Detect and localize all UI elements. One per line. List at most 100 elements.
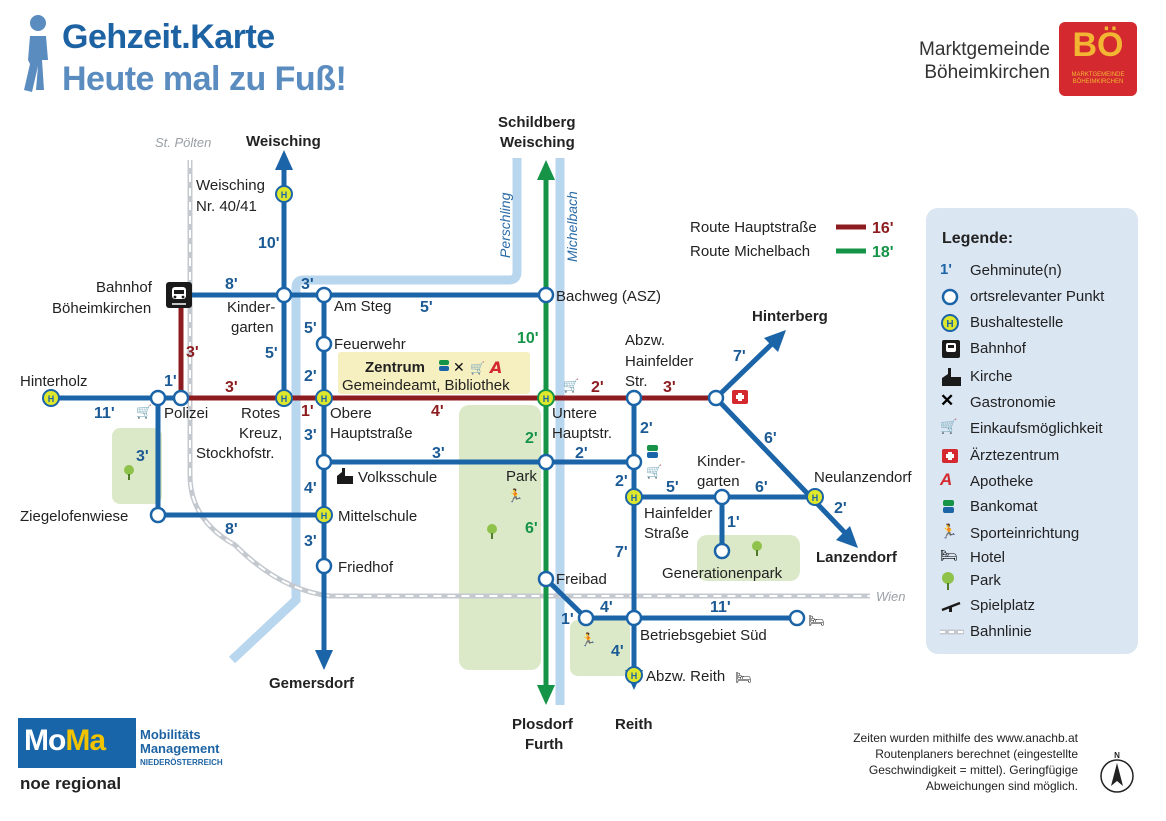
park-area-central	[459, 405, 541, 670]
time-label: 4'	[431, 403, 444, 420]
time-label: 3'	[432, 445, 445, 462]
bus-stop-icon: H	[625, 488, 643, 506]
time-label: 1'	[164, 373, 177, 390]
time-label: 10'	[258, 235, 280, 252]
bus-stop-icon: H	[537, 389, 555, 407]
arrow-gemersdorf	[315, 650, 333, 670]
time-label: 11'	[94, 405, 115, 422]
time-label: 2'	[575, 445, 588, 462]
time-label: 8'	[225, 521, 238, 538]
minute-icon: 1'	[940, 261, 952, 278]
bus-stop-icon: H	[806, 488, 824, 506]
time-label: 1'	[301, 403, 314, 420]
legend-item: 🏃Sporteinrichtung	[940, 523, 1136, 545]
label-obere-2: Hauptstraße	[330, 425, 413, 442]
moma-text: Mobilitäts Management	[140, 728, 219, 756]
atm-icon	[439, 360, 449, 371]
hotel-icon: 🛏	[940, 547, 958, 563]
park-icon	[752, 541, 762, 556]
label-abzw-1: Abzw.	[625, 332, 665, 349]
moma-line-2: Management	[140, 741, 220, 756]
time-label: 7'	[615, 544, 628, 561]
label-freibad: Freibad	[556, 571, 607, 588]
label-untere-1: Untere	[552, 405, 597, 422]
label-hainfelder-2: Straße	[644, 525, 689, 542]
label-st-poelten: St. Pölten	[155, 135, 211, 150]
label-bachweg: Bachweg (ASZ)	[556, 288, 661, 305]
legend-item: 1'Gehminute(n)	[940, 260, 1136, 282]
label-ziegelofenwiese: Ziegelofenwiese	[20, 508, 128, 525]
legend-item: ortsrelevanter Punkt	[940, 286, 1136, 308]
footnote-line-4: Abweichungen sind möglich.	[925, 779, 1078, 793]
restaurant-icon: ✕	[940, 391, 955, 410]
route-key-michelbach-time: 18'	[872, 244, 894, 261]
cart-icon: 🛒	[940, 418, 958, 434]
time-label: 4'	[600, 599, 613, 616]
label-wien: Wien	[876, 589, 906, 604]
perschling-stream	[228, 158, 522, 664]
time-label: 3'	[225, 379, 238, 396]
label-feuerwehr: Feuerwehr	[334, 336, 406, 353]
time-label: 10'	[517, 330, 539, 347]
time-label: 11'	[710, 599, 731, 616]
park-icon	[124, 465, 134, 480]
legend-item: 🛒Einkaufsmöglichkeit	[940, 418, 1136, 440]
time-label: 3'	[186, 344, 199, 361]
bus-stop-icon: H	[275, 389, 293, 407]
playground-icon	[941, 601, 961, 612]
label-mittelschule: Mittelschule	[338, 508, 417, 525]
label-obere-1: Obere	[330, 405, 372, 422]
svg-text:H: H	[321, 394, 328, 404]
time-label: 5'	[304, 320, 317, 337]
label-kindergarten-2: garten	[231, 319, 274, 336]
time-label: 7'	[733, 348, 746, 365]
label-furth: Furth	[525, 736, 563, 753]
bus-stop-icon: H	[42, 389, 60, 407]
time-label: 2'	[591, 379, 604, 396]
bus-stop-icon: H	[625, 666, 643, 684]
arrow-weisching	[275, 150, 293, 170]
label-kiga2-1: Kinder-	[697, 453, 745, 470]
sport-icon: 🏃	[580, 632, 596, 648]
label-rotes-2: Kreuz,	[239, 425, 282, 442]
label-polizei: Polizei	[164, 405, 208, 422]
legend-item: Ärztezentrum	[940, 445, 1136, 467]
label-hinterholz: Hinterholz	[20, 373, 88, 390]
route-key-hauptstrasse: Route Hauptstraße	[690, 219, 817, 236]
svg-text:H: H	[281, 394, 288, 404]
label-bahnhof-1: Bahnhof	[96, 279, 153, 296]
label-kindergarten-1: Kinder-	[227, 299, 275, 316]
church-icon	[337, 468, 353, 484]
label-reith: Reith	[615, 716, 653, 733]
church-icon	[942, 368, 961, 386]
label-bahnhof-2: Böheimkirchen	[52, 300, 151, 317]
svg-text:H: H	[631, 493, 638, 503]
label-neulanzendorf: Neulanzendorf	[814, 469, 912, 486]
label-gemersdorf: Gemersdorf	[269, 675, 355, 692]
label-volksschule: Volksschule	[358, 469, 437, 486]
time-label: 4'	[611, 643, 624, 660]
svg-text:H: H	[543, 394, 550, 404]
label-generationenpark: Generationenpark	[662, 565, 783, 582]
label-weisching-2: Weisching	[500, 134, 575, 151]
noe-regional-logo: noe regional	[20, 774, 122, 793]
footnote-line-2: Routenplaners berechnet (eingestellte	[875, 747, 1078, 761]
medical-icon	[732, 390, 748, 404]
route-key-michelbach: Route Michelbach	[690, 243, 810, 260]
moma-mo: Mo	[24, 724, 66, 757]
label-betriebsgebiet: Betriebsgebiet Süd	[640, 627, 767, 644]
label-rotes-3: Stockhofstr.	[196, 445, 274, 462]
time-label: 3'	[136, 448, 149, 465]
label-weisching-top: Weisching	[246, 133, 321, 150]
cart-icon: 🛒	[646, 464, 662, 480]
pedestrian-icon	[24, 15, 48, 92]
label-park: Park	[506, 468, 537, 485]
arrow-schildberg	[537, 160, 555, 180]
time-label: 5'	[265, 345, 278, 362]
label-kiga2-2: garten	[697, 473, 740, 490]
time-label: 2'	[615, 473, 628, 490]
footnote-line-1: Zeiten wurden mithilfe des www.anachb.at	[853, 731, 1078, 745]
